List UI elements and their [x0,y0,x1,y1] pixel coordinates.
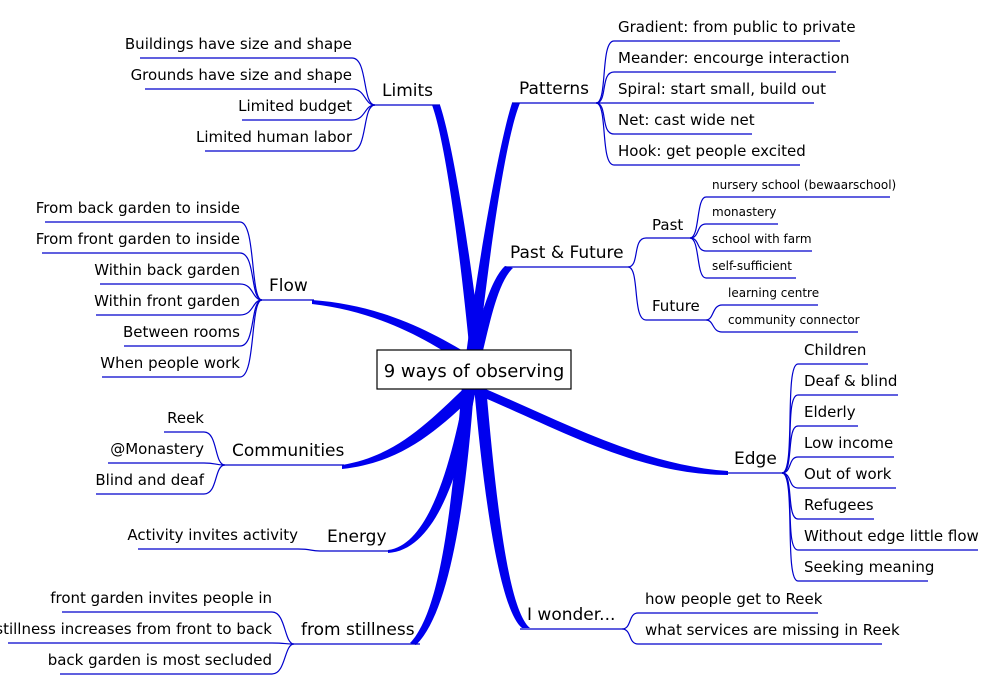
leaf-edge-6[interactable]: Refugees [804,496,874,514]
leaf-limits-3[interactable]: Limited budget [238,97,352,115]
leaf-flow-5[interactable]: Between rooms [123,323,240,341]
leaf-edge-2[interactable]: Deaf & blind [804,372,897,390]
branch-label-energy[interactable]: Energy [327,527,387,547]
leaf-limits-2[interactable]: Grounds have size and shape [131,66,352,84]
leaf-wonder-2[interactable]: what services are missing in Reek [645,621,900,639]
leaf-past-4[interactable]: self-sufficient [712,259,792,273]
branch-label-communities[interactable]: Communities [232,441,345,461]
branch-stillness: from stillness front garden invites peop… [0,589,420,675]
leaf-past-1[interactable]: nursery school (bewaarschool) [712,178,896,192]
leaf-patterns-2[interactable]: Meander: encourge interaction [618,49,850,67]
branch-patterns: Patterns Gradient: from public to privat… [512,18,856,166]
leaf-past-3[interactable]: school with farm [712,232,812,246]
leaf-communities-1[interactable]: Reek [167,409,204,427]
branch-label-stillness[interactable]: from stillness [301,620,415,640]
connector-patterns [466,103,520,355]
leaf-edge-3[interactable]: Elderly [804,403,856,421]
leaf-stillness-1[interactable]: front garden invites people in [50,589,272,607]
leaf-energy-1[interactable]: Activity invites activity [127,526,298,544]
connector-stillness [410,386,474,645]
leaf-future-2[interactable]: community connector [728,313,860,327]
connector-limits [432,105,482,355]
leaf-communities-3[interactable]: Blind and deaf [95,471,204,489]
center-node[interactable]: 9 ways of observing [376,349,572,390]
branch-energy: Energy Activity invites activity [127,526,390,552]
leaf-patterns-3[interactable]: Spiral: start small, build out [618,80,826,98]
branch-label-wonder[interactable]: I wonder... [527,605,615,625]
leaf-stillness-3[interactable]: back garden is most secluded [48,651,272,669]
leaf-patterns-1[interactable]: Gradient: from public to private [618,18,856,36]
branch-label-patterns[interactable]: Patterns [519,79,589,99]
connector-edge [476,385,728,475]
branch-flow: Flow From back garden to inside From fro… [36,199,314,378]
center-label: 9 ways of observing [384,361,565,382]
connector-wonder [474,386,530,628]
leaf-limits-1[interactable]: Buildings have size and shape [125,35,352,53]
leaf-patterns-5[interactable]: Hook: get people excited [618,142,806,160]
sub-label-future[interactable]: Future [652,297,700,315]
sub-label-past[interactable]: Past [652,216,683,234]
leaf-edge-4[interactable]: Low income [804,434,893,452]
leaf-flow-3[interactable]: Within back garden [94,261,240,279]
leaf-edge-7[interactable]: Without edge little flow [804,527,979,545]
branch-label-pastfuture[interactable]: Past & Future [510,243,624,263]
branch-limits: Limits Buildings have size and shape Gro… [125,35,440,152]
leaf-flow-1[interactable]: From back garden to inside [36,199,240,217]
branch-label-edge[interactable]: Edge [734,449,777,469]
leaf-past-2[interactable]: monastery [712,205,776,219]
leaf-future-1[interactable]: learning centre [728,286,819,300]
leaf-edge-5[interactable]: Out of work [804,465,892,483]
branch-edge: Edge Children Deaf & blind Elderly Low i… [726,341,979,582]
leaf-communities-2[interactable]: @Monastery [110,440,204,458]
leaf-limits-4[interactable]: Limited human labor [196,128,353,146]
leaf-flow-4[interactable]: Within front garden [94,292,240,310]
branch-wonder: I wonder... how people get to Reek what … [520,590,900,645]
leaf-flow-2[interactable]: From front garden to inside [36,230,240,248]
branch-communities: Communities Reek @Monastery Blind and de… [95,409,345,495]
leaf-edge-1[interactable]: Children [804,341,866,359]
branch-label-flow[interactable]: Flow [269,276,308,296]
branch-label-limits[interactable]: Limits [382,81,433,101]
leaf-wonder-1[interactable]: how people get to Reek [645,590,823,608]
connector-pastfuture [470,266,513,355]
leaf-flow-6[interactable]: When people work [100,354,240,372]
leaf-patterns-4[interactable]: Net: cast wide net [618,111,755,129]
branch-pastfuture: Past & Future Past Future nursery school… [505,178,896,333]
leaf-edge-8[interactable]: Seeking meaning [804,558,934,576]
leaf-stillness-2[interactable]: stillness increases from front to back [0,620,272,638]
